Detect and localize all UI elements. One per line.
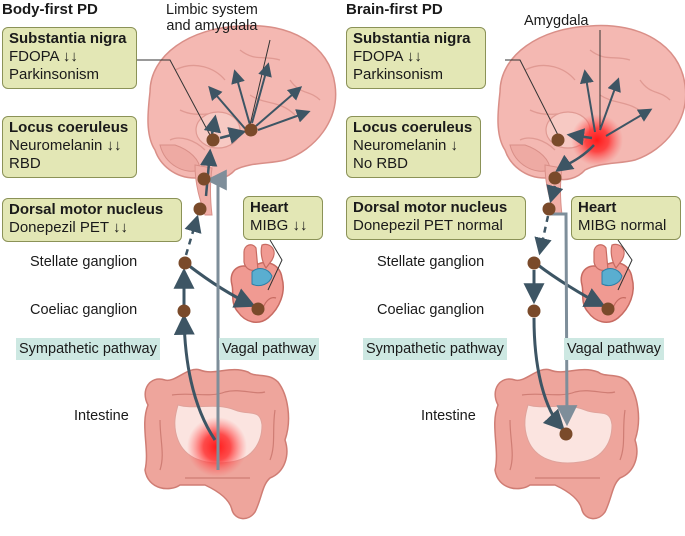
sympathetic-pathway-label: Sympathetic pathway xyxy=(16,338,160,360)
stellate-ganglion-label: Stellate ganglion xyxy=(377,254,485,270)
ganglion-node xyxy=(551,133,565,147)
amygdala-arrow-2 xyxy=(599,77,621,131)
locus-coeruleus-box: Locus coeruleus Neuromelanin ↓↓ RBD xyxy=(2,116,137,178)
box-line: Donepezil PET ↓↓ xyxy=(9,219,128,236)
sympathetic-arrow-lower xyxy=(173,313,217,441)
ganglion-node xyxy=(206,133,220,147)
limbic-arrow-5 xyxy=(208,85,249,133)
box-line: Donepezil PET normal xyxy=(353,217,503,234)
limbic-arrow-2 xyxy=(251,62,272,124)
box-line: Parkinsonism xyxy=(353,66,444,83)
intestine-label: Intestine xyxy=(74,408,129,424)
ganglion-node xyxy=(559,427,573,441)
box-line: Neuromelanin ↓ xyxy=(353,137,459,154)
limbic-arrow-3 xyxy=(255,86,303,127)
dmn-to-stellate-dashed xyxy=(534,215,552,256)
ganglion-node xyxy=(527,304,541,318)
box-heading: Substantia nigra xyxy=(353,30,471,47)
box-line: No RBD xyxy=(353,155,409,172)
amygdala-arrow-3 xyxy=(605,108,653,137)
coeliac-ganglion-label: Coeliac ganglion xyxy=(30,302,138,318)
substantia-nigra-box: Substantia nigra FDOPA ↓↓ Parkinsonism xyxy=(346,27,486,89)
ganglion-node xyxy=(251,302,265,316)
sympathetic-pathway-label: Sympathetic pathway xyxy=(363,338,507,360)
limbic-arrow-1 xyxy=(231,69,251,126)
amygdala-label: Amygdala xyxy=(524,13,589,29)
ganglion-node xyxy=(542,202,556,216)
heart-box: Heart MIBG normal xyxy=(571,196,681,240)
box-line: RBD xyxy=(9,155,41,172)
amygdala-arrow-1 xyxy=(579,69,596,133)
ganglion-node xyxy=(244,123,258,137)
box-line: Parkinsonism xyxy=(9,66,100,83)
box-heading: Heart xyxy=(578,199,617,216)
stellate-to-dmn-dashed xyxy=(184,214,202,256)
dorsal-motor-nucleus-box: Dorsal motor nucleus Donepezil PET norma… xyxy=(346,196,526,240)
limbic-arrow-4 xyxy=(257,109,311,131)
box-heading: Substantia nigra xyxy=(9,30,127,47)
ganglion-node xyxy=(548,171,562,185)
box-heading: Locus coeruleus xyxy=(9,119,129,136)
ganglion-node xyxy=(197,172,211,186)
ganglion-node xyxy=(601,302,615,316)
ganglion-node xyxy=(177,304,191,318)
ganglion-node xyxy=(178,256,192,270)
sn-to-amygdala-arrow xyxy=(219,127,247,145)
box-line: MIBG ↓↓ xyxy=(250,217,308,234)
box-heading: Heart xyxy=(250,199,289,216)
heart-connector xyxy=(267,239,283,291)
amygdala-to-sn-arrow xyxy=(566,128,593,146)
amygdala-to-lc-arrow xyxy=(555,144,595,173)
box-line: FDOPA ↓↓ xyxy=(9,48,78,65)
brain-first-panel-art xyxy=(494,24,685,520)
sn-upward-arrow xyxy=(203,114,222,135)
limbic-connector xyxy=(249,39,271,126)
vagal-arrow xyxy=(205,169,227,470)
stellate-ganglion-label: Stellate ganglion xyxy=(30,254,138,270)
box-heading: Locus coeruleus xyxy=(353,119,473,136)
panel-title: Brain-first PD xyxy=(346,1,443,18)
sn-connector xyxy=(505,59,559,136)
brain-illustration xyxy=(147,24,337,216)
substantia-nigra-box: Substantia nigra FDOPA ↓↓ Parkinsonism xyxy=(2,27,137,89)
box-line: FDOPA ↓↓ xyxy=(353,48,422,65)
vagal-pathway-label: Vagal pathway xyxy=(219,338,320,360)
body-first-panel-art xyxy=(137,24,337,520)
box-line: Neuromelanin ↓↓ xyxy=(9,137,122,154)
heart-connector xyxy=(617,239,633,291)
heart-box: Heart MIBG ↓↓ xyxy=(243,196,323,240)
coeliac-ganglion-label: Coeliac ganglion xyxy=(377,302,485,318)
sn-connector xyxy=(137,59,211,136)
stellate-to-heart-arrow xyxy=(537,263,606,307)
ganglion-node xyxy=(527,256,541,270)
vagal-pathway-label: Vagal pathway xyxy=(564,338,665,360)
locus-coeruleus-box: Locus coeruleus Neuromelanin ↓ No RBD xyxy=(346,116,481,178)
panel-title: Body-first PD xyxy=(2,1,98,18)
box-line: MIBG normal xyxy=(578,217,667,234)
box-heading: Dorsal motor nucleus xyxy=(9,201,164,218)
intestine-label: Intestine xyxy=(421,408,476,424)
ganglion-node xyxy=(193,202,207,216)
limbic-label: Limbic system and amygdala xyxy=(166,2,258,34)
box-heading: Dorsal motor nucleus xyxy=(353,199,508,216)
dorsal-motor-nucleus-box: Dorsal motor nucleus Donepezil PET ↓↓ xyxy=(2,198,182,242)
lc-to-dmn-arrow xyxy=(546,184,564,204)
